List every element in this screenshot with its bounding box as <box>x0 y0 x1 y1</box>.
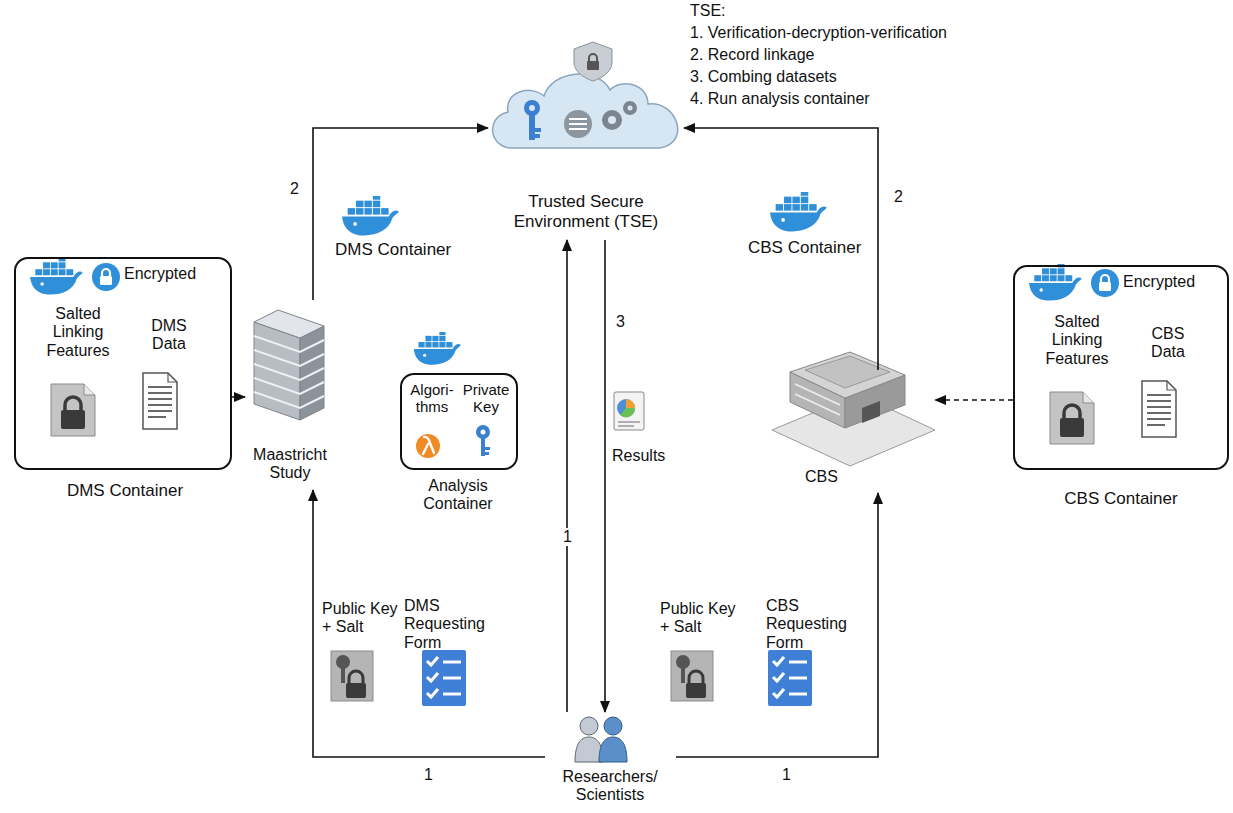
document-icon <box>1142 381 1176 437</box>
connector <box>604 240 606 712</box>
node-heading: DMS Container <box>16 481 234 501</box>
note-text: 1. Verification-decryption-verification <box>690 24 947 42</box>
docker-icon <box>414 330 461 365</box>
label-text: CBS Container <box>748 238 888 258</box>
lambda-icon <box>416 434 440 458</box>
node-text: Researchers/ Scientists <box>550 768 670 805</box>
label-text: DMS Requesting Form <box>404 597 496 652</box>
building-icon <box>254 310 324 420</box>
node-text: Algori- thms <box>407 381 457 416</box>
connector <box>566 240 568 712</box>
form-icon <box>768 650 812 706</box>
docker-icon <box>770 189 827 231</box>
callout-number: 3 <box>614 313 627 331</box>
cloud-node: Trusted Secure Environment (TSE) <box>488 55 684 240</box>
container-box: EncryptedSalted Linking Features CBS Data… <box>1013 265 1229 470</box>
node-text: Encrypted <box>1123 273 1223 291</box>
container-box: Algori- thmsPrivate KeyAnalysis Containe… <box>400 373 518 470</box>
lock-icon <box>1091 269 1119 297</box>
label-text: Public Key + Salt <box>660 600 744 637</box>
callout-number: 2 <box>288 180 301 198</box>
public-key-icon <box>331 651 373 701</box>
label-text: Public Key + Salt <box>322 600 406 637</box>
callout-number: 1 <box>561 528 574 546</box>
shield-icon <box>574 42 612 81</box>
label-text: Results <box>612 447 665 465</box>
node-text: Salted Linking Features <box>1037 313 1117 368</box>
node-heading: Analysis Container <box>402 477 514 514</box>
lock-file-icon <box>1050 392 1094 444</box>
node-text: CBS Data <box>1133 325 1203 362</box>
cloud-icon <box>493 74 678 148</box>
node-text: Encrypted <box>124 265 224 283</box>
connector <box>232 396 245 398</box>
organization-node: Maastricht Study <box>245 300 337 490</box>
building-icon <box>772 352 935 466</box>
callout-number: 1 <box>422 766 435 784</box>
docker-icon <box>342 193 399 235</box>
node-text: CBS <box>805 468 865 486</box>
connector <box>313 128 488 300</box>
form-icon <box>422 650 466 706</box>
people-node: Researchers/ Scientists <box>545 712 676 811</box>
label-text: DMS Container <box>335 240 475 260</box>
people-icon <box>575 717 627 762</box>
document-icon <box>143 373 177 429</box>
node-text: Maastricht Study <box>249 446 331 483</box>
node-text: Trusted Secure Environment (TSE) <box>506 192 666 231</box>
label-text: CBS Requesting Form <box>766 597 858 652</box>
note-text: TSE: <box>690 2 726 20</box>
node-text: DMS Data <box>134 317 204 354</box>
public-key-icon <box>671 651 713 701</box>
note-text: 4. Run analysis container <box>690 90 870 108</box>
node-text: Private Key <box>460 381 512 416</box>
docker-icon <box>30 255 83 294</box>
lock-icon <box>92 263 120 291</box>
container-box: EncryptedSalted Linking Features DMS Data… <box>14 257 232 470</box>
connector <box>935 399 1013 401</box>
lock-file-icon <box>51 384 95 436</box>
node-text: Salted Linking Features <box>38 305 118 360</box>
connector <box>313 490 545 757</box>
organization-node: CBS <box>765 370 935 493</box>
note-text: 2. Record linkage <box>690 46 815 64</box>
results-icon <box>614 392 644 430</box>
connector <box>676 493 878 757</box>
note-text: 3. Combing datasets <box>690 68 837 86</box>
node-heading: CBS Container <box>1015 489 1227 509</box>
callout-number: 2 <box>892 188 905 206</box>
callout-number: 1 <box>780 766 793 784</box>
docker-icon <box>1029 261 1082 300</box>
private-key-icon <box>476 425 490 456</box>
